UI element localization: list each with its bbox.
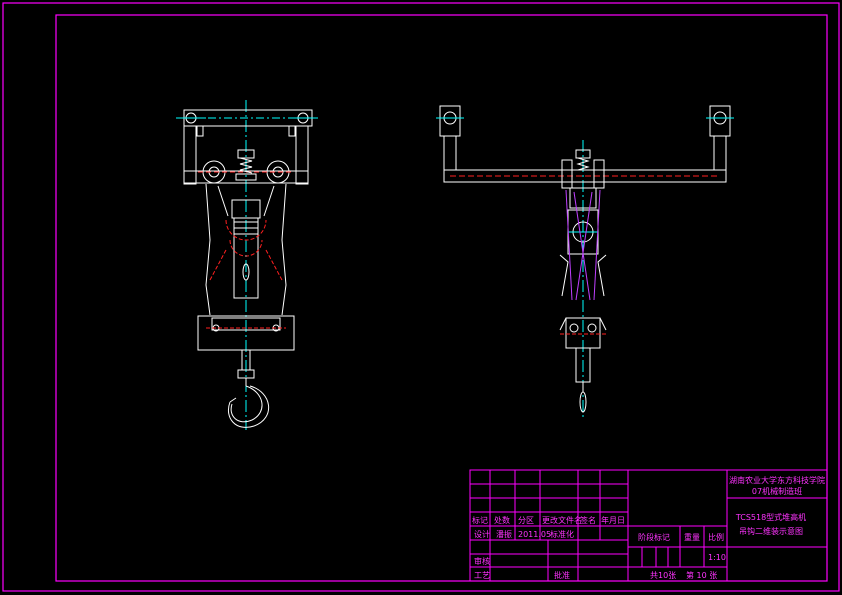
designer-name: 潘振: [496, 529, 512, 539]
design-date: 2011.05: [518, 530, 551, 539]
institution-line1: 湖南农业大学东方科技学院: [729, 475, 825, 485]
review-label: 审核: [474, 556, 490, 566]
sheet-number: 第 10 张: [686, 570, 717, 580]
weight-label: 重量: [684, 532, 700, 542]
scale-value: 1:10: [708, 553, 726, 562]
sheet-total: 共10张: [650, 571, 676, 580]
rev-header-count: 处数: [494, 515, 510, 525]
approve-label: 批准: [554, 570, 570, 580]
rev-header-docname: 更改文件名: [542, 515, 582, 525]
stage-label: 阶段标记: [638, 532, 670, 542]
institution-line2: 07机械制造班: [752, 486, 802, 496]
drawing-title-line1: TCS518型式堆高机: [735, 512, 806, 522]
designer-label: 设计: [474, 529, 490, 539]
rev-header-zone: 分区: [518, 516, 534, 525]
process-label: 工艺: [474, 571, 490, 580]
side-view-hoist: [436, 105, 734, 420]
scale-label: 比例: [708, 532, 724, 542]
title-block: [469, 469, 828, 582]
title-block-text: 湖南农业大学东方科技学院 07机械制造班 TCS518型式堆高机 吊钩二维装示意…: [472, 475, 825, 580]
drawing-title-line2: 吊钩二维装示意图: [739, 526, 803, 536]
rev-header-mark: 标记: [472, 515, 488, 525]
rev-header-date: 年月日: [601, 515, 625, 525]
rev-header-sign: 签名: [580, 515, 596, 525]
standardize-label: 标准化: [550, 529, 574, 539]
front-view-hoist: [176, 100, 318, 430]
